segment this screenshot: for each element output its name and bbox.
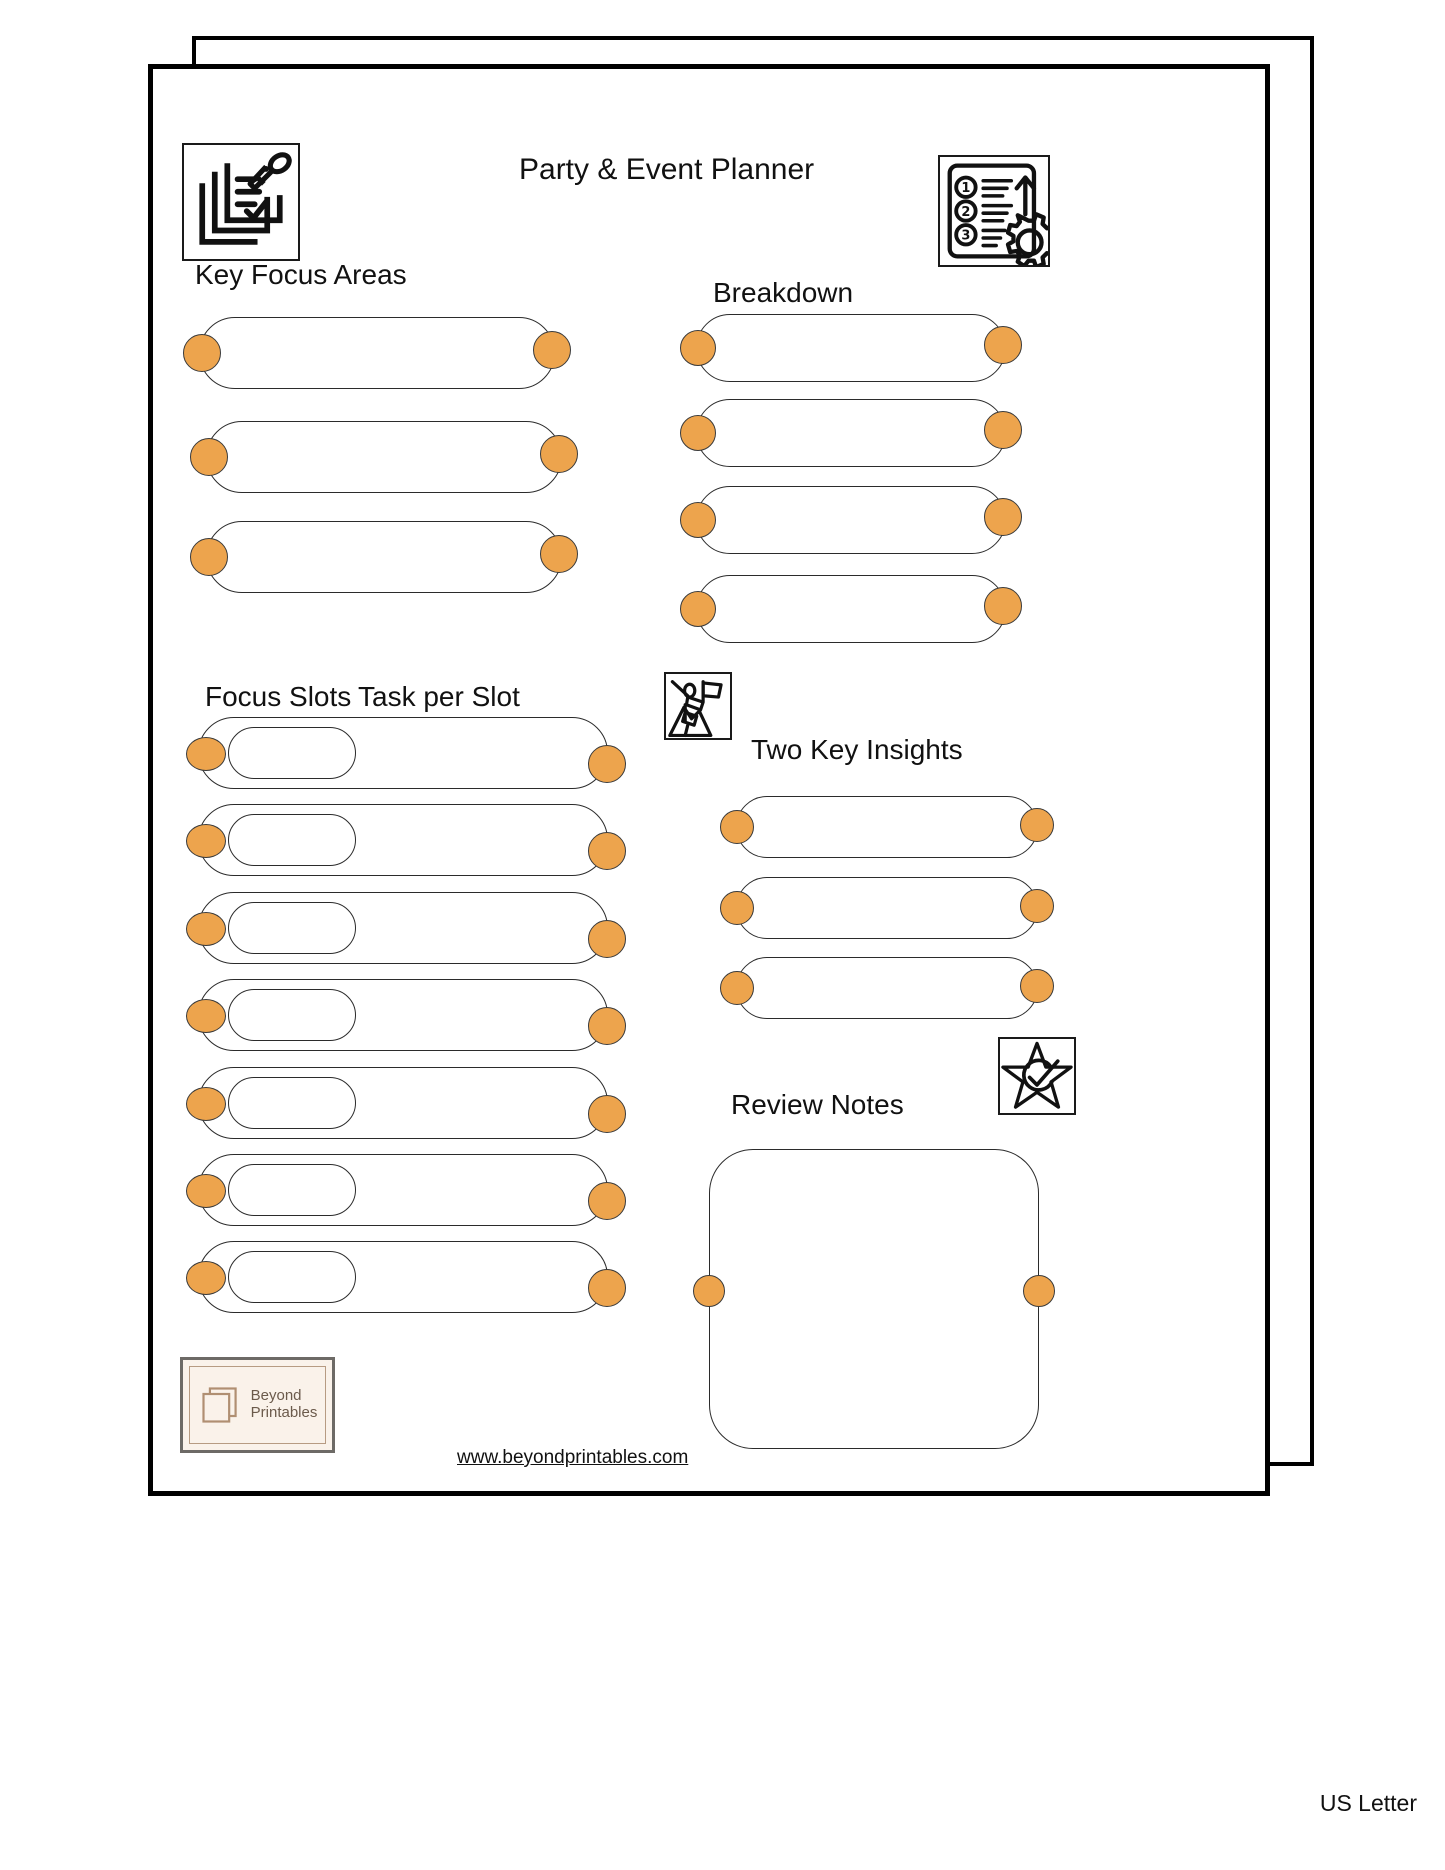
- breakdown-input-3[interactable]: [696, 486, 1006, 554]
- review-notes-block[interactable]: [693, 1149, 1055, 1449]
- slot-input-5[interactable]: [228, 1077, 356, 1129]
- focus-slot-row-7[interactable]: [186, 1241, 626, 1313]
- knob-right: [540, 435, 578, 473]
- knob-right: [540, 535, 578, 573]
- slot-input-7[interactable]: [228, 1251, 356, 1303]
- checklist-pin-icon: [182, 143, 300, 261]
- focus-slot-row-1[interactable]: [186, 717, 626, 789]
- brand-logo: Beyond Printables: [180, 1357, 335, 1453]
- paper-size-label: US Letter: [1319, 1790, 1417, 1816]
- flag-mountain-icon: [664, 672, 732, 740]
- knob-right: [588, 920, 626, 958]
- breakdown-input-1[interactable]: [696, 314, 1006, 382]
- heading-focus-slots: Focus Slots: [205, 681, 352, 712]
- printable-page: Party & Event Planner 1 2 3: [148, 64, 1270, 1496]
- knob-left: [680, 502, 716, 538]
- knob-left: [693, 1275, 725, 1307]
- breakdown-row-1[interactable]: [680, 314, 1022, 382]
- knob-right: [588, 745, 626, 783]
- knob-left: [190, 538, 228, 576]
- key-focus-row-1[interactable]: [183, 317, 571, 389]
- knob-left: [186, 912, 226, 946]
- insight-row-2[interactable]: [720, 877, 1054, 939]
- knob-right: [1023, 1275, 1055, 1307]
- page-title: Party & Event Planner: [519, 153, 815, 186]
- knob-left: [190, 438, 228, 476]
- knob-right: [588, 1182, 626, 1220]
- knob-right: [984, 587, 1022, 625]
- slot-input-6[interactable]: [228, 1164, 356, 1216]
- stacked-pages-icon: [202, 1387, 237, 1423]
- heading-review-notes: Review Notes: [731, 1089, 904, 1120]
- heading-key-focus-areas: Key Focus Areas: [195, 259, 407, 290]
- knob-right: [1020, 889, 1054, 923]
- insight-input-2[interactable]: [736, 877, 1038, 939]
- knob-right: [588, 1095, 626, 1133]
- brand-logo-text: Beyond Printables: [250, 1387, 318, 1421]
- knob-left: [680, 330, 716, 366]
- focus-slot-row-4[interactable]: [186, 979, 626, 1051]
- numbered-list-gear-icon: 1 2 3: [938, 155, 1050, 267]
- key-focus-row-2[interactable]: [190, 421, 578, 493]
- knob-right: [984, 411, 1022, 449]
- knob-right: [588, 832, 626, 870]
- knob-right: [588, 1007, 626, 1045]
- heading-task-per-slot: Task per Slot: [358, 681, 520, 712]
- page-sheet: Party & Event Planner 1 2 3: [153, 69, 1265, 1491]
- knob-left: [720, 891, 754, 925]
- footer-url-link[interactable]: www.beyondprintables.com: [457, 1447, 689, 1468]
- breakdown-row-4[interactable]: [680, 575, 1022, 643]
- focus-slot-row-3[interactable]: [186, 892, 626, 964]
- knob-right: [984, 326, 1022, 364]
- knob-left: [186, 824, 226, 858]
- knob-right: [1020, 969, 1054, 1003]
- review-notes-input[interactable]: [709, 1149, 1039, 1449]
- knob-right: [533, 331, 571, 369]
- insight-row-1[interactable]: [720, 796, 1054, 858]
- svg-text:2: 2: [961, 205, 970, 220]
- knob-left: [183, 334, 221, 372]
- insight-input-1[interactable]: [736, 796, 1038, 858]
- knob-left: [186, 1261, 226, 1295]
- star-check-icon: [998, 1037, 1076, 1115]
- knob-left: [680, 415, 716, 451]
- heading-breakdown: Breakdown: [713, 277, 854, 308]
- knob-right: [588, 1269, 626, 1307]
- knob-right: [1020, 808, 1054, 842]
- brand-logo-inner: Beyond Printables: [189, 1366, 326, 1444]
- slot-input-2[interactable]: [228, 814, 356, 866]
- focus-slot-row-2[interactable]: [186, 804, 626, 876]
- focus-slot-row-5[interactable]: [186, 1067, 626, 1139]
- knob-left: [186, 999, 226, 1033]
- slot-input-3[interactable]: [228, 902, 356, 954]
- knob-left: [186, 1087, 226, 1121]
- breakdown-input-2[interactable]: [696, 399, 1006, 467]
- svg-text:3: 3: [961, 229, 970, 244]
- heading-two-key-insights: Two Key Insights: [751, 734, 963, 765]
- knob-left: [680, 591, 716, 627]
- key-focus-input-2[interactable]: [206, 421, 562, 493]
- insight-row-3[interactable]: [720, 957, 1054, 1019]
- knob-left: [186, 737, 226, 771]
- focus-slot-row-6[interactable]: [186, 1154, 626, 1226]
- svg-text:1: 1: [961, 181, 970, 196]
- slot-input-4[interactable]: [228, 989, 356, 1041]
- knob-right: [984, 498, 1022, 536]
- knob-left: [186, 1174, 226, 1208]
- slot-input-1[interactable]: [228, 727, 356, 779]
- key-focus-row-3[interactable]: [190, 521, 578, 593]
- knob-left: [720, 810, 754, 844]
- key-focus-input-1[interactable]: [199, 317, 555, 389]
- knob-left: [720, 971, 754, 1005]
- insight-input-3[interactable]: [736, 957, 1038, 1019]
- key-focus-input-3[interactable]: [206, 521, 562, 593]
- breakdown-input-4[interactable]: [696, 575, 1006, 643]
- breakdown-row-3[interactable]: [680, 486, 1022, 554]
- breakdown-row-2[interactable]: [680, 399, 1022, 467]
